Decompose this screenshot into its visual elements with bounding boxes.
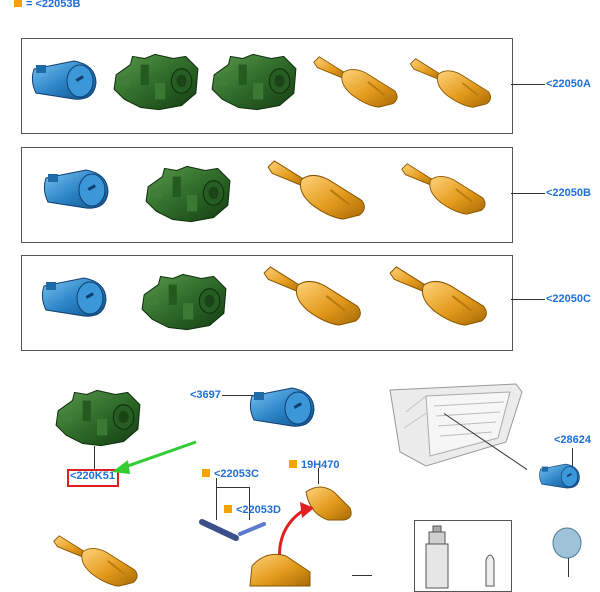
callout-22053D-group: <22053D (224, 500, 281, 518)
legend-square-icon (224, 504, 232, 513)
lubricant-tube-icon (425, 525, 495, 589)
row-label-22050A[interactable]: <22050A (546, 78, 591, 90)
key-head-icon (305, 486, 352, 521)
cover-cap-icon (552, 527, 582, 559)
legend-text: = <22053B (26, 0, 81, 10)
callout-22053C[interactable]: <22053C (214, 468, 259, 480)
lock-cylinder-icon (31, 60, 97, 100)
key-blade-icon (249, 553, 311, 587)
lock-body-icon (145, 165, 231, 223)
callout-22053C-group: <22053C (202, 464, 259, 482)
flip-key-icon (409, 57, 492, 109)
lock-housing-icon (389, 383, 523, 467)
lock-cylinder-icon (41, 277, 107, 317)
legend-square-icon (14, 0, 22, 7)
lock-cylinder-icon (249, 387, 315, 427)
flip-key-icon (52, 534, 139, 588)
callout-28624[interactable]: <28624 (554, 434, 592, 446)
legend-square-icon (202, 468, 210, 477)
callout-22053D[interactable]: <22053D (236, 504, 281, 516)
flip-key-icon (400, 162, 487, 216)
callout-19H470-group: 19H470 (289, 455, 340, 473)
highlight-box (67, 469, 119, 487)
flip-key-icon (263, 265, 362, 327)
lock-body-icon (211, 53, 297, 111)
pointer-arrow-icon (112, 440, 197, 474)
pin-parts-icon (199, 519, 266, 541)
lock-body-icon (113, 53, 199, 111)
callout-220K51[interactable]: <220K51 (70, 470, 115, 482)
flip-key-icon (312, 55, 399, 109)
flip-key-icon (267, 159, 366, 221)
legend-square-icon (289, 459, 297, 468)
row-label-22050C[interactable]: <22050C (546, 293, 591, 305)
lock-cylinder-icon (43, 169, 109, 209)
row-label-22050B[interactable]: <22050B (546, 187, 591, 199)
lock-cylinder-icon (539, 463, 580, 489)
lock-body-icon (141, 273, 227, 331)
callout-19H470[interactable]: 19H470 (301, 459, 340, 471)
callout-3697[interactable]: <3697 (190, 389, 221, 401)
flip-key-icon (389, 265, 488, 327)
legend: = <22053B (14, 0, 80, 12)
